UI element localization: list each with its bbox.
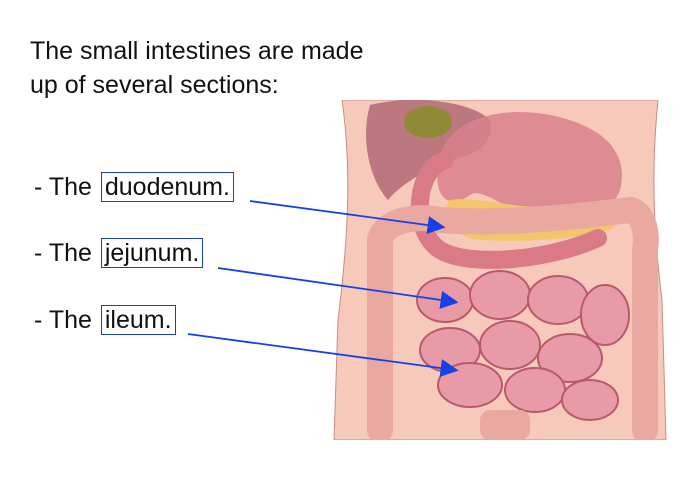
stomach (437, 111, 622, 221)
intro-text: The small intestines are made up of seve… (30, 34, 430, 102)
duodenum (411, 151, 607, 269)
intro-line-2: up of several sections: (30, 71, 279, 99)
section-prefix: - The (34, 239, 92, 267)
section-ileum: - The ileum. (34, 304, 176, 336)
section-duodenum: - The duodenum. (34, 171, 234, 203)
duodenum-label-box: duodenum. (100, 172, 234, 202)
liver (366, 100, 491, 200)
rectum (480, 410, 530, 440)
section-prefix: - The (34, 306, 92, 334)
small-intestine-loops (416, 270, 630, 421)
abdomen-illustration (333, 100, 667, 440)
gallbladder (404, 106, 452, 138)
ileum-label-box: ileum. (100, 305, 176, 335)
section-prefix: - The (34, 173, 92, 201)
jejunum-label-box: jejunum. (100, 238, 204, 268)
intro-line-1: The small intestines are made (30, 37, 364, 65)
section-jejunum: - The jejunum. (34, 237, 204, 269)
